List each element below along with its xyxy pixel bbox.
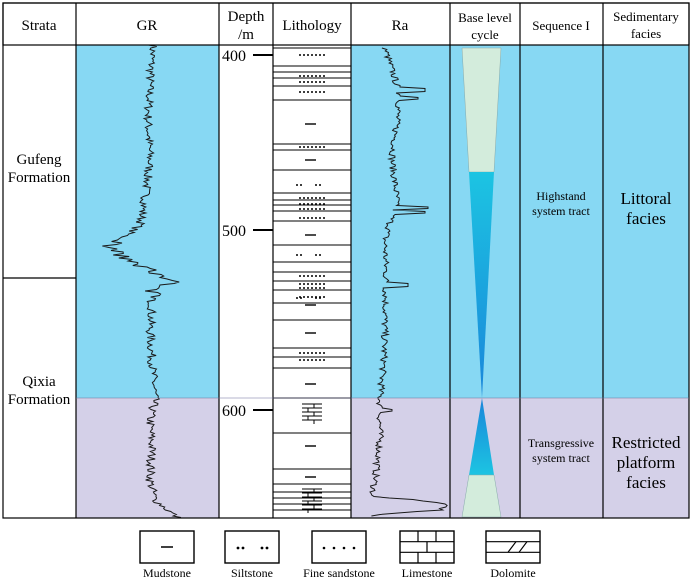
header-base-level-line2: cycle — [471, 27, 499, 42]
legend-limestone: Limestone — [399, 530, 455, 580]
cycle-lower-wedge — [469, 398, 494, 475]
header-depth-line1: Depth — [228, 9, 265, 25]
legend-limestone-label: Limestone — [402, 566, 453, 580]
tract-highstand-line1: Highstand — [536, 189, 585, 203]
legend-siltstone: Siltstone — [224, 530, 280, 580]
lower-zone-gr — [76, 398, 219, 518]
legend-siltstone-label: Siltstone — [231, 566, 273, 580]
upper-zone-ra — [351, 45, 450, 398]
cycle-lower-pale — [461, 474, 502, 518]
upper-zone-sequence — [520, 45, 603, 398]
strata-qixia-line1: Qixia — [22, 374, 56, 390]
depth-tick-600: 600 — [222, 403, 246, 420]
header-lithology: Lithology — [282, 18, 342, 34]
header-base-level-line1: Base level — [458, 10, 512, 25]
header-ra: Ra — [392, 18, 409, 34]
strata-gufeng-line2: Formation — [8, 170, 71, 186]
column-borders — [2, 2, 690, 519]
legend-dolomite: Dolomite — [485, 530, 541, 580]
legend-fine-sandstone-label: Fine sandstone — [303, 566, 375, 580]
legend-mudstone-label: Mudstone — [143, 566, 191, 580]
header-gr: GR — [137, 18, 158, 34]
depth-tick-400: 400 — [222, 48, 246, 65]
upper-zone-facies — [603, 45, 689, 398]
tract-transgressive-line1: Transgressive — [528, 436, 594, 450]
header-depth-line2: /m — [238, 27, 254, 43]
facies-restricted-line2: platform — [617, 453, 676, 472]
ra-log-curve — [369, 47, 448, 517]
cycle-upper-pale — [461, 47, 502, 173]
header-sequence: Sequence I — [532, 18, 589, 33]
strata-qixia-line2: Formation — [8, 392, 71, 408]
lower-zone-ra — [351, 398, 450, 518]
header-facies-line1: Sedimentary — [613, 9, 679, 24]
lower-zone-facies — [603, 398, 689, 518]
legend-fine-sandstone: Fine sandstone — [303, 530, 375, 580]
cycle-upper-wedge — [469, 172, 494, 398]
depth-axis: 400 500 600 — [222, 48, 273, 420]
depth-tick-500: 500 — [222, 223, 246, 240]
tract-highstand-line2: system tract — [532, 204, 590, 218]
gr-log-curve — [102, 44, 182, 518]
facies-restricted-line3: facies — [626, 473, 666, 492]
lithology-column — [273, 47, 351, 513]
legend-mudstone: Mudstone — [139, 530, 195, 580]
legend-dolomite-label: Dolomite — [490, 566, 535, 580]
base-level-cycle-diagram — [461, 47, 502, 518]
facies-littoral-line1: Littoral — [621, 189, 672, 208]
legend: Mudstone Siltstone Fine sandstone Limest… — [139, 530, 541, 580]
header-facies-line2: facies — [631, 26, 661, 41]
upper-zone-gr — [76, 45, 219, 398]
lower-zone-sequence — [520, 398, 603, 518]
header-strata: Strata — [22, 18, 57, 34]
tract-transgressive-line2: system tract — [532, 451, 590, 465]
facies-littoral-line2: facies — [626, 209, 666, 228]
strata-gufeng-line1: Gufeng — [17, 152, 62, 168]
facies-restricted-line1: Restricted — [612, 433, 681, 452]
